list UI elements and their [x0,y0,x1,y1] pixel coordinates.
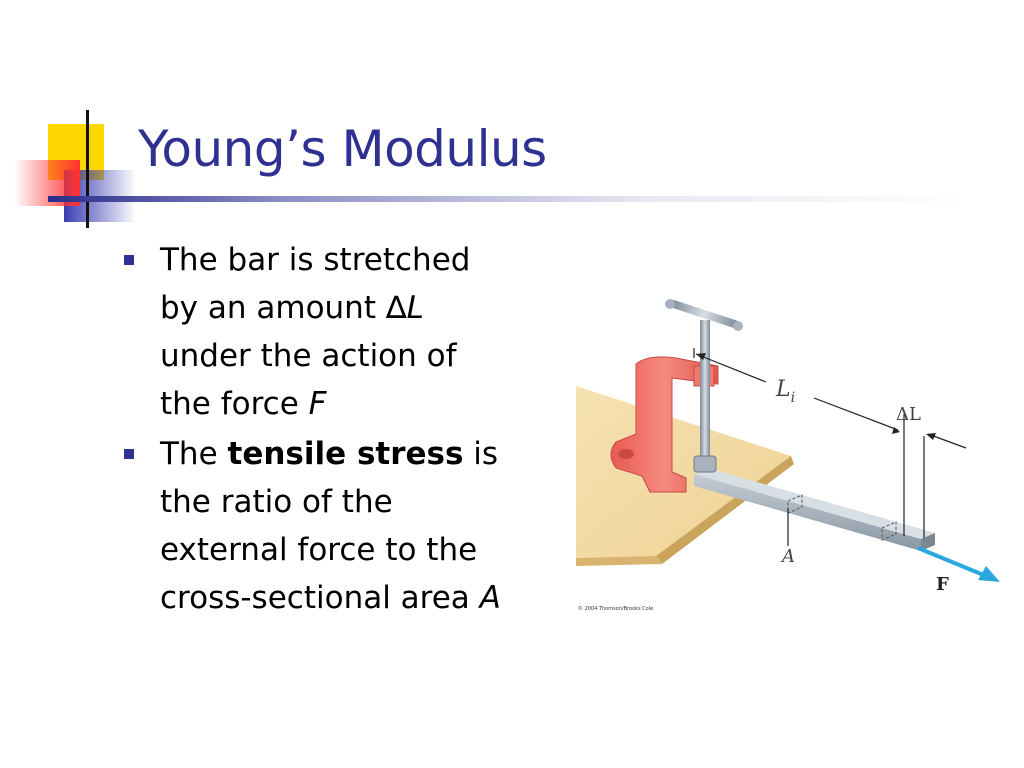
clamp-bar-figure: Li ΔL A F © 2004 Thomson/Brooks Cole [576,299,1000,612]
dimension-lines [693,348,967,546]
copyright-note: © 2004 Thomson/Brooks Cole [578,605,653,612]
bullet-item-stretch: The bar is stretched by an amount ∆L und… [122,236,562,428]
bullet-list: The bar is stretched by an amount ∆L und… [122,236,562,622]
clamp [610,299,743,493]
bullet-square-icon [124,449,134,459]
bold-term: tensile stress [227,436,464,472]
delta-symbol: ∆ [385,290,407,326]
slide-title: Young’s Modulus [138,120,547,178]
length-label: Li [775,377,795,406]
force-arrow [917,546,1000,582]
table-surface [576,386,791,558]
area-label: A [780,546,795,567]
force-label: F [936,574,949,595]
bullet-square-icon [124,255,134,265]
delta-length-label: ΔL [896,404,921,425]
title-underline [48,196,968,202]
bullet-item-tensile-stress: The tensile stress is the ratio of the e… [122,430,562,622]
